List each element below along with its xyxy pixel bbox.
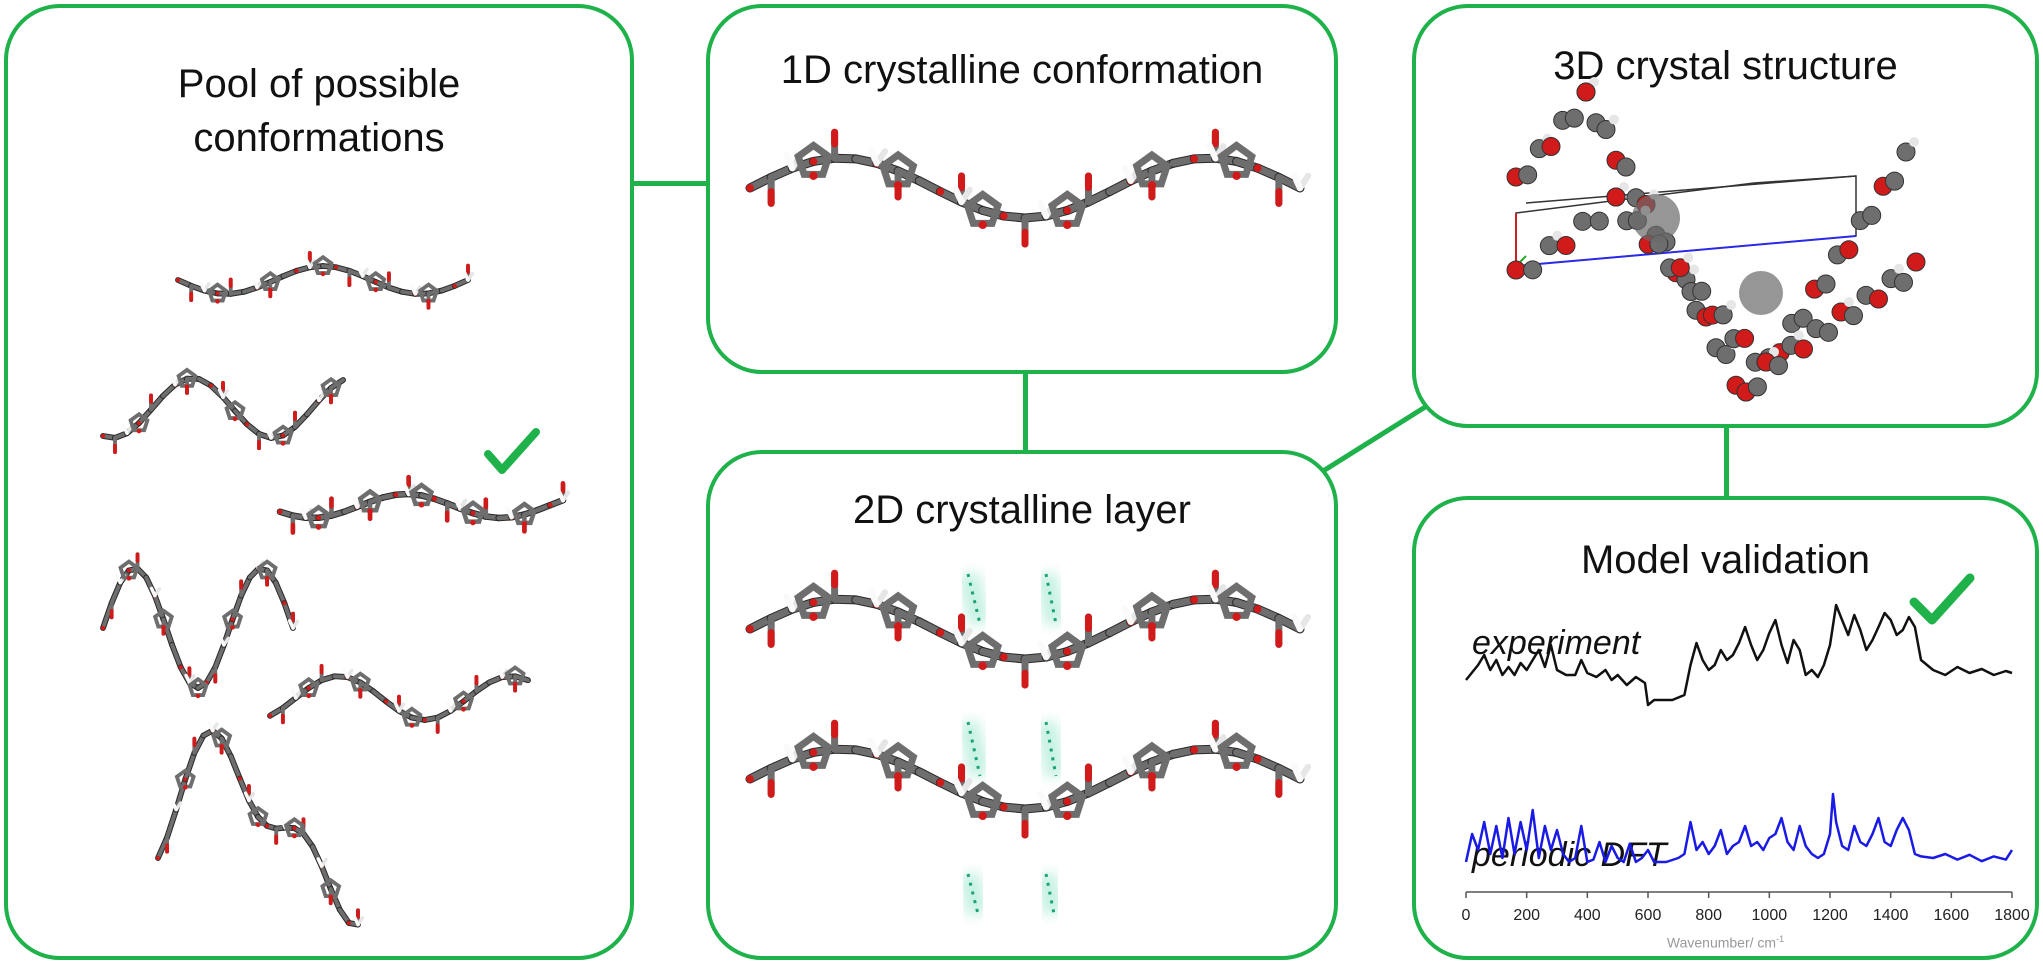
series-line-1 — [1464, 792, 2014, 864]
validation-title: Model validation — [1580, 538, 1871, 582]
crystal-structure-view — [1506, 77, 1926, 402]
conformation-1 — [175, 251, 475, 310]
hydrogen-bond-glow — [957, 571, 1067, 917]
conformation-pool-molecules — [100, 251, 571, 928]
one-d-chain — [745, 128, 1312, 248]
pool-title-line2: conformations — [193, 116, 445, 160]
panel-2d-crystalline-layer: 2D crystalline layer — [706, 450, 1338, 960]
conformation-4 — [100, 552, 300, 699]
x-tick-label: 200 — [1513, 907, 1540, 924]
spectra-chart: 0 200 400 600 800 1000 1200 1400 1600 1800 — [1462, 603, 2030, 924]
one-d-title: 1D crystalline conformation — [780, 48, 1264, 92]
connector-1d-2d — [1023, 372, 1028, 452]
pool-title: Pool of possible conformations — [8, 60, 630, 162]
axis-label-text: Wavenumber/ cm — [1666, 934, 1777, 951]
x-tick-label: 1000 — [1752, 907, 1788, 924]
x-tick-label: 1200 — [1812, 907, 1848, 924]
two-d-chain-bottom — [745, 719, 1312, 839]
x-tick-label: 800 — [1695, 907, 1722, 924]
conformation-3 — [276, 474, 571, 535]
one-d-molecule — [745, 128, 1312, 248]
panel-pool-of-conformations: Pool of possible conformations — [4, 4, 634, 960]
axis-label-sup: -1 — [1776, 934, 1785, 944]
conformation-5 — [267, 663, 531, 734]
panel-1d-conformation: 1D crystalline conformation — [706, 4, 1338, 374]
x-tick-label: 1400 — [1873, 907, 1909, 924]
three-d-title: 3D crystal structure — [1553, 44, 1898, 88]
x-tick-label: 1600 — [1934, 907, 1970, 924]
chain-b3 — [1756, 252, 1926, 376]
selected-conformation-check-icon — [484, 428, 540, 474]
pool-title-line1: Pool of possible — [177, 62, 461, 106]
hydrogen-bonds — [966, 573, 1058, 915]
panel-3d-crystal-structure: 3D crystal structure — [1412, 4, 2039, 428]
chain-b1 — [1506, 182, 1629, 280]
x-tick-label: 400 — [1574, 907, 1601, 924]
two-d-layer-molecules — [745, 569, 1312, 917]
conformation-6 — [155, 721, 365, 928]
two-d-chain-top — [745, 569, 1312, 689]
connector-pool-1d — [632, 181, 710, 186]
x-tick-label: 0 — [1462, 907, 1471, 924]
axis-label: Wavenumber/ cm-1 — [1416, 934, 2035, 951]
x-tick-label: 1800 — [1994, 907, 2030, 924]
x-tick-label: 600 — [1635, 907, 1662, 924]
panel-model-validation: Model validation experiment periodic DFT… — [1412, 496, 2039, 960]
connector-3d-validation — [1724, 426, 1729, 498]
two-d-title: 2D crystalline layer — [853, 488, 1191, 532]
validation-check-icon — [1909, 573, 1975, 625]
series-line-0 — [1465, 603, 2013, 707]
conformation-2 — [100, 367, 346, 455]
experiment-label: experiment — [1472, 624, 1641, 662]
